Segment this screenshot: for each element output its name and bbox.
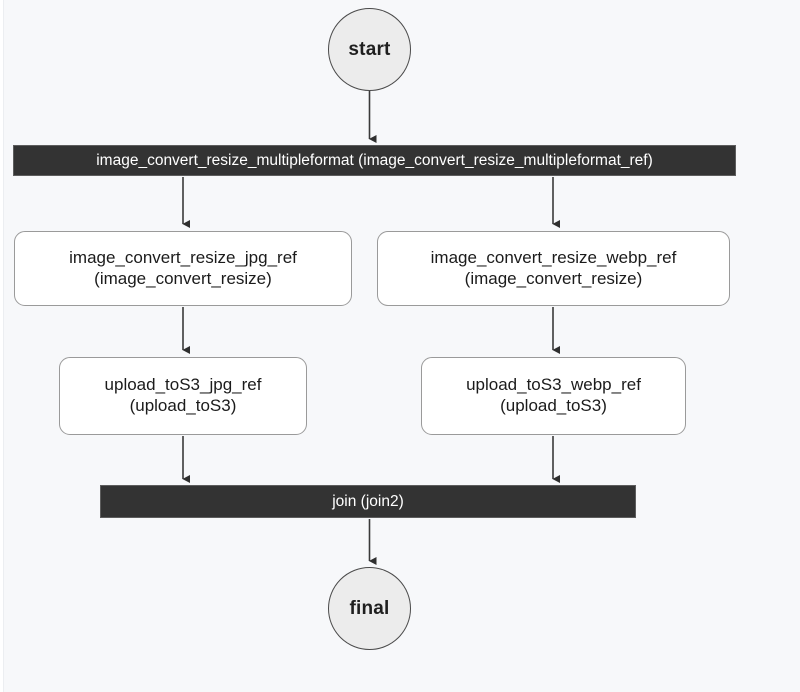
node-join-label: join (join2) [332, 492, 404, 510]
node-fork-label: image_convert_resize_multipleformat (ima… [96, 151, 653, 169]
node-upload-tos3-jpg-ref[interactable]: upload_toS3_jpg_ref (upload_toS3) [59, 357, 307, 435]
node-final[interactable]: final [328, 567, 411, 650]
node-start[interactable]: start [328, 8, 411, 91]
node-webp-upload-label: upload_toS3_webp_ref (upload_toS3) [466, 375, 641, 415]
node-start-label: start [348, 38, 391, 60]
node-image-convert-resize-webp-ref[interactable]: image_convert_resize_webp_ref (image_con… [377, 231, 730, 306]
node-image-convert-resize-jpg-ref[interactable]: image_convert_resize_jpg_ref (image_conv… [14, 231, 352, 306]
node-join[interactable]: join (join2) [100, 485, 636, 518]
node-webp-convert-label: image_convert_resize_webp_ref (image_con… [430, 247, 677, 288]
node-jpg-upload-label: upload_toS3_jpg_ref (upload_toS3) [104, 375, 262, 415]
canvas-left-gutter [0, 0, 4, 692]
node-fork-image-convert-resize-multipleformat[interactable]: image_convert_resize_multipleformat (ima… [13, 145, 736, 176]
node-upload-tos3-webp-ref[interactable]: upload_toS3_webp_ref (upload_toS3) [421, 357, 686, 435]
node-final-label: final [349, 597, 390, 619]
node-jpg-convert-label: image_convert_resize_jpg_ref (image_conv… [69, 247, 297, 288]
